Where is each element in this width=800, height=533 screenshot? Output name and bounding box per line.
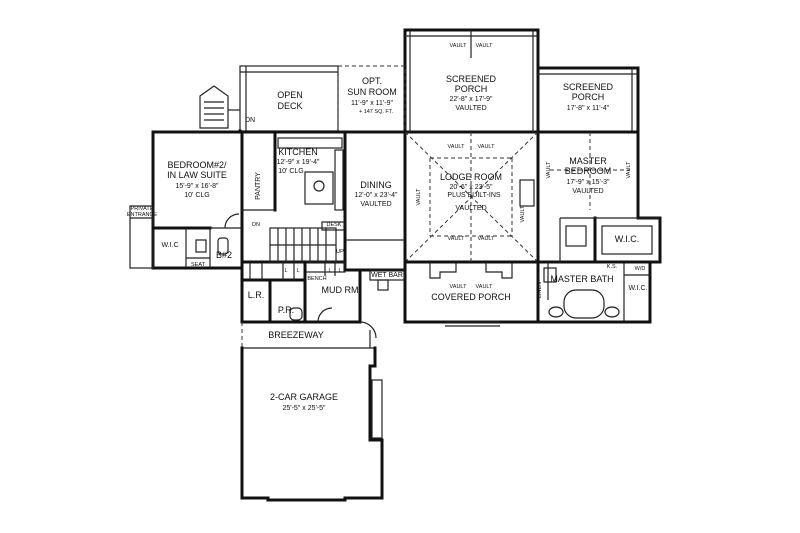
vault-mark-lodge-1: VAULT — [448, 144, 466, 150]
master-bath-label: MASTER BATH — [550, 274, 613, 284]
desk-label: DESK — [327, 222, 342, 228]
bedroom2-label-1: BEDROOM#2/ — [167, 160, 227, 170]
private-entrance-stoop — [129, 205, 154, 269]
vault-mark-top-2: VAULT — [476, 43, 494, 49]
pantry-walls — [242, 130, 277, 212]
garage-label-2: 25'-5" x 25'-5" — [282, 405, 326, 412]
kitchen-label-2: 12'-9" x 19'-4" — [276, 159, 320, 166]
bedroom2-label-4: 10' CLG — [184, 192, 209, 199]
vault-mark-master-right: VAULT — [626, 161, 632, 179]
bedroom2-label-2: IN LAW SUITE — [167, 170, 227, 180]
vault-mark-lodge-4: VAULT — [478, 236, 496, 242]
lodge-room-ceiling-lines — [404, 131, 539, 263]
covered-porch-area — [403, 260, 540, 327]
wic-bath-label: W.I.C. — [628, 285, 647, 292]
laundry-powder-room — [240, 260, 333, 324]
screened-porch-center-label-3: 22'-8" x 17'-9" — [449, 96, 493, 103]
sun-room-area — [337, 65, 406, 133]
lodge-room-label-3: PLUS BUILT-INS — [447, 192, 500, 199]
open-deck-label-1: OPEN — [277, 90, 303, 100]
screened-porch-right-label-1: SCREENED — [563, 82, 614, 92]
dn-stair-label: DN — [252, 222, 260, 228]
wic-master-label: W.I.C. — [615, 234, 640, 244]
pr-label: P.R. — [278, 305, 294, 315]
locker-l-2: L — [296, 268, 299, 274]
screened-porch-right-label-2: PORCH — [572, 92, 605, 102]
screened-porch-center-label-1: SCREENED — [446, 74, 497, 84]
deck-stair — [199, 85, 240, 129]
screened-porch-right-label-3: 17'-8" x 11'-4" — [567, 105, 610, 112]
locker-l-3: L — [328, 268, 331, 274]
covered-porch-label: COVERED PORCH — [431, 292, 511, 302]
breezeway-area — [241, 321, 377, 349]
garage-walls — [240, 346, 384, 502]
screened-porch-center-label-2: PORCH — [455, 84, 488, 94]
kitchen-fixtures — [277, 137, 344, 211]
master-bedroom-label-3: 17'-9" x 15'-3" — [566, 179, 610, 186]
vault-mark-porch-1: VAULT — [450, 284, 468, 290]
up-label: UP — [336, 249, 344, 255]
kitchen-label-3: 10' CLG — [278, 168, 303, 175]
screened-porch-center-label-4: VAULTED — [455, 105, 486, 112]
sun-room-label-1: OPT. — [362, 76, 382, 86]
master-bedroom-label-1: MASTER — [569, 156, 607, 166]
pantry-label: PANTRY — [255, 172, 262, 200]
b2-label: B#2 — [216, 250, 232, 260]
sun-room-label-3: 11'-9" x 11'-9" — [351, 100, 394, 107]
wet-bar-label: WET BAR — [371, 272, 403, 279]
breezeway-label: BREEZEWAY — [268, 330, 324, 340]
vault-mark-top-1: VAULT — [450, 43, 468, 49]
dining-label-1: DINING — [360, 180, 392, 190]
master-bedroom-label-4: VAULTED — [572, 188, 603, 195]
sun-room-label-2: SUN ROOM — [347, 87, 397, 97]
master-bedroom-label-2: BEDROOM — [565, 166, 612, 176]
master-suite-internals — [536, 132, 660, 322]
lodge-room-label-2: 20'-6" x 23'-5" — [449, 184, 493, 191]
private-entrance-label-1: PRIVATE — [131, 206, 154, 212]
vault-mark-lodge-left: VAULT — [416, 188, 422, 206]
lr-label: L.R. — [248, 290, 265, 300]
lodge-vaulted-label: VAULTED — [455, 205, 486, 212]
dining-label-2: 12'-0" x 23'-4" — [354, 192, 398, 199]
interior-stair — [269, 221, 345, 263]
vault-mark-porch-2: VAULT — [476, 284, 494, 290]
locker-l-4: L — [338, 268, 341, 274]
seat-label: SEAT — [191, 262, 206, 268]
wd-label: W/D — [635, 266, 646, 272]
room-labels: OPEN DECK DN OPT. SUN ROOM 11'-9" x 11'-… — [127, 43, 648, 412]
wic-left-label: W.I.C — [161, 242, 178, 249]
ks-label: K.S. — [607, 264, 618, 270]
mud-rm-label: MUD RM — [322, 285, 359, 295]
bedroom2-label-3: 15'-9" x 16'-8" — [175, 183, 219, 190]
garage-label-1: 2-CAR GARAGE — [270, 392, 338, 402]
bench-label: BENCH — [307, 276, 326, 282]
kitchen-label-1: KITCHEN — [278, 147, 318, 157]
linen-label: LINEN — [537, 282, 543, 298]
locker-l-1: L — [284, 268, 287, 274]
lodge-room-label-1: LODGE ROOM — [440, 172, 502, 182]
vault-mark-master-left: VAULT — [546, 161, 552, 179]
vault-mark-lodge-3: VAULT — [448, 236, 466, 242]
deck-dn-label: DN — [245, 117, 255, 124]
dining-label-3: VAULTED — [360, 201, 391, 208]
vault-mark-lodge-2: VAULT — [478, 144, 496, 150]
sun-room-label-4: + 147 SQ. FT. — [359, 109, 394, 115]
open-deck-label-2: DECK — [277, 101, 302, 111]
vault-mark-lodge-right: VAULT — [520, 205, 526, 223]
private-entrance-label-2: ENTRANCE — [127, 212, 158, 218]
bedroom2-internals — [151, 213, 242, 268]
